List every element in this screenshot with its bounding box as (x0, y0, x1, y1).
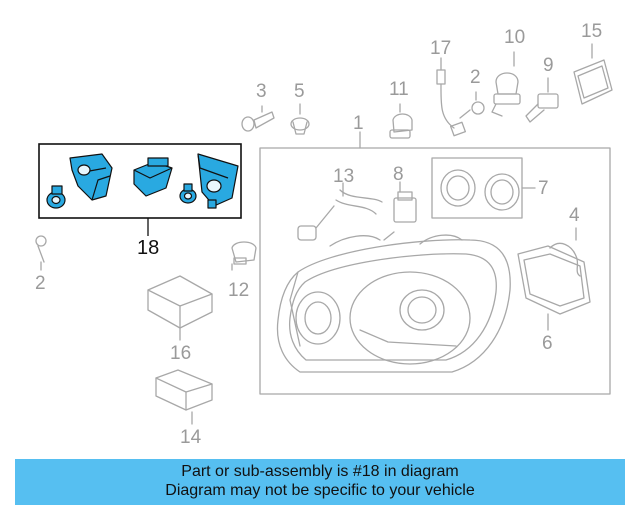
callout-8: 8 (393, 164, 404, 185)
bulb-11 (389, 103, 413, 139)
callout-14: 14 (180, 427, 202, 448)
callout-1: 1 (353, 113, 364, 134)
cover-6 (517, 245, 591, 331)
clip-4 (549, 227, 581, 277)
bracket-18b (133, 157, 173, 197)
grommet-5 (290, 103, 310, 135)
info-banner: Part or sub-assembly is #18 in diagram D… (15, 459, 625, 505)
callout-2-top: 2 (470, 67, 481, 88)
part-18-group (38, 143, 242, 236)
bracket-18a (69, 153, 113, 201)
callout-3: 3 (256, 81, 267, 102)
callout-4: 4 (569, 205, 580, 226)
wiring-harness-13 (297, 182, 383, 241)
banner-line-1: Part or sub-assembly is #18 in diagram (181, 463, 459, 480)
callout-18: 18 (137, 237, 160, 259)
callout-9: 9 (543, 55, 554, 76)
callout-15: 15 (581, 21, 603, 42)
bracket-18c (197, 153, 239, 209)
bulb-12 (231, 241, 257, 271)
screw-2-top (459, 91, 485, 119)
part-18-box (38, 143, 242, 219)
banner-line-2: Diagram may not be specific to your vehi… (165, 482, 475, 499)
grommet-18a (46, 185, 66, 209)
screw-3 (241, 105, 275, 132)
callout-5: 5 (294, 81, 305, 102)
headlamp-housing (276, 234, 511, 373)
callout-13: 13 (333, 166, 355, 187)
callout-12: 12 (228, 280, 250, 301)
rings-7 (431, 157, 536, 219)
callout-7: 7 (538, 178, 549, 199)
screw-2-left (35, 235, 47, 271)
sensor-17 (436, 57, 466, 137)
socket-9 (525, 77, 559, 123)
callout-17: 17 (430, 38, 452, 59)
callout-16: 16 (170, 343, 192, 364)
headlamp-assembly-box (259, 147, 611, 395)
bulb-10 (491, 51, 521, 117)
grommet-18b (179, 183, 197, 204)
callout-2-left: 2 (35, 273, 46, 294)
ballast-16 (147, 275, 213, 341)
socket-8 (383, 181, 417, 241)
callout-10: 10 (504, 27, 526, 48)
callout-11: 11 (389, 79, 409, 100)
igniter-14 (155, 369, 213, 425)
callout-6: 6 (542, 333, 553, 354)
parts-diagram (35, 43, 613, 425)
module-15 (573, 43, 613, 105)
